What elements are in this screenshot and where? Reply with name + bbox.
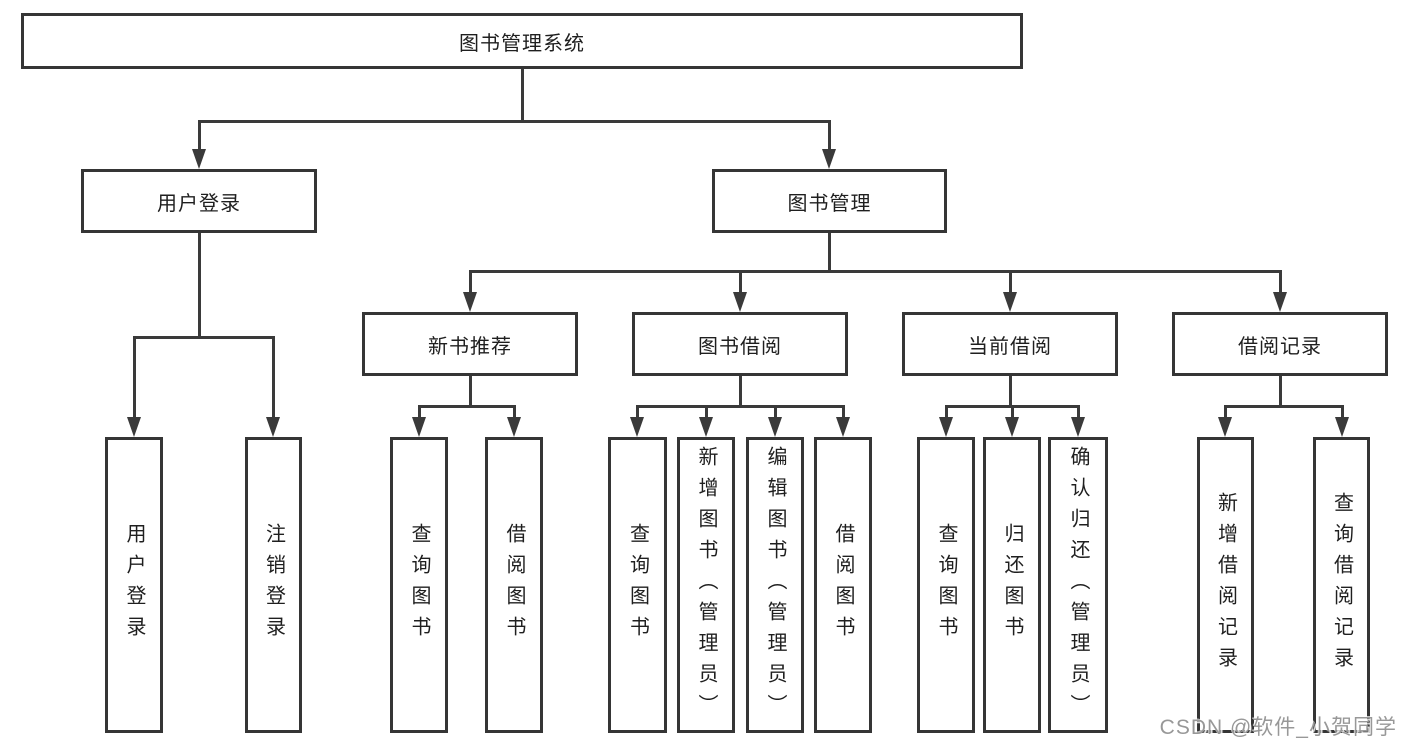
arrow-down-icon (1273, 292, 1287, 312)
arrow-down-icon (1003, 292, 1017, 312)
connector-line (1009, 376, 1012, 405)
connector-line (133, 336, 274, 339)
connector-line (1077, 405, 1080, 420)
connector-line (739, 376, 742, 405)
connector-line (521, 69, 524, 120)
connector-line (1279, 376, 1282, 405)
leaf-query-books-current: 查询图书 (917, 437, 975, 733)
node-current-borrow: 当前借阅 (902, 312, 1118, 376)
leaf-return-books: 归还图书 (983, 437, 1041, 733)
connector-line (945, 405, 948, 420)
leaf-add-books-admin: 新增图书（管理员） (677, 437, 735, 733)
connector-line (513, 405, 516, 420)
leaf-query-books-recommend: 查询图书 (390, 437, 448, 733)
arrow-down-icon (630, 417, 644, 437)
node-borrow-records: 借阅记录 (1172, 312, 1388, 376)
leaf-logout: 注销登录 (245, 437, 302, 733)
arrow-down-icon (1071, 417, 1085, 437)
leaf-user-login: 用户登录 (105, 437, 163, 733)
connector-line (418, 405, 421, 420)
connector-line (1009, 270, 1012, 295)
arrow-down-icon (733, 292, 747, 312)
node-book-management: 图书管理 (712, 169, 947, 233)
arrow-down-icon (192, 149, 206, 169)
arrow-down-icon (1005, 417, 1019, 437)
connector-line (133, 336, 136, 420)
connector-line (705, 405, 708, 420)
leaf-edit-books-admin: 编辑图书（管理员） (746, 437, 804, 733)
arrow-down-icon (463, 292, 477, 312)
leaf-borrow-books: 借阅图书 (814, 437, 872, 733)
connector-line (739, 270, 742, 295)
connector-line (828, 233, 831, 270)
leaf-borrow-books-recommend: 借阅图书 (485, 437, 543, 733)
connector-line (1279, 270, 1282, 295)
connector-line (636, 405, 844, 408)
leaf-query-borrow-record: 查询借阅记录 (1313, 437, 1370, 733)
leaf-query-books-borrow: 查询图书 (608, 437, 667, 733)
connector-line (1011, 405, 1014, 420)
connector-line (1224, 405, 1227, 420)
arrow-down-icon (768, 417, 782, 437)
connector-line (469, 270, 472, 295)
arrow-down-icon (127, 417, 141, 437)
arrow-down-icon (1335, 417, 1349, 437)
arrow-down-icon (836, 417, 850, 437)
arrow-down-icon (699, 417, 713, 437)
leaf-add-borrow-record: 新增借阅记录 (1197, 437, 1254, 733)
node-user-login: 用户登录 (81, 169, 317, 233)
connector-line (774, 405, 777, 420)
csdn-watermark: CSDN @软件_小贺同学 (1159, 716, 1397, 739)
node-root: 图书管理系统 (21, 13, 1023, 69)
arrow-down-icon (412, 417, 426, 437)
connector-line (828, 120, 831, 152)
arrow-down-icon (822, 149, 836, 169)
node-book-borrow: 图书借阅 (632, 312, 848, 376)
connector-line (198, 233, 201, 336)
connector-line (469, 270, 1281, 273)
connector-line (1341, 405, 1344, 420)
arrow-down-icon (507, 417, 521, 437)
leaf-confirm-return-admin: 确认归还（管理员） (1048, 437, 1108, 733)
connector-line (198, 120, 201, 152)
connector-line (842, 405, 845, 420)
connector-line (198, 120, 830, 123)
node-new-book-recommend: 新书推荐 (362, 312, 578, 376)
connector-line (1224, 405, 1342, 408)
connector-line (272, 336, 275, 420)
connector-line (469, 376, 472, 405)
arrow-down-icon (1218, 417, 1232, 437)
arrow-down-icon (939, 417, 953, 437)
connector-line (636, 405, 639, 420)
arrow-down-icon (266, 417, 280, 437)
connector-line (418, 405, 515, 408)
